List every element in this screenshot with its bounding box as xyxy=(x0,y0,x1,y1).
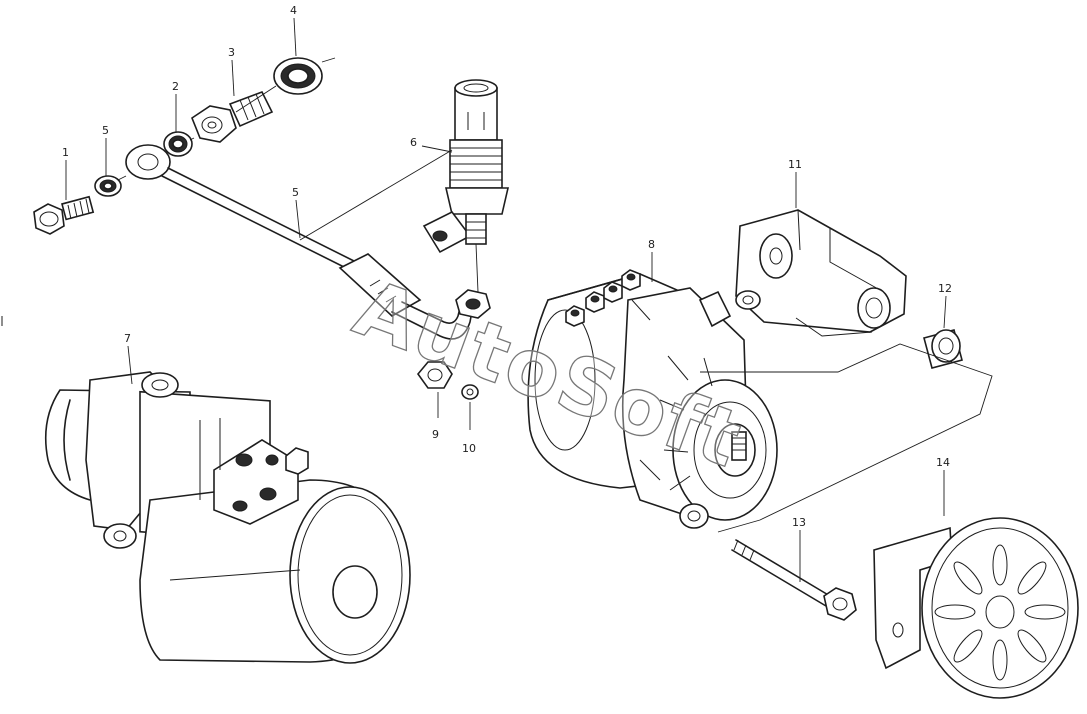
callout-numbers: 1 5 2 3 4 5 6 7 8 9 10 11 12 13 14 xyxy=(62,4,952,529)
callout-4: 4 xyxy=(290,4,297,17)
callout-3: 3 xyxy=(228,46,235,59)
part-5-oil-pipe xyxy=(125,144,475,340)
callout-leaders xyxy=(65,17,947,582)
part-6-pressure-sender xyxy=(422,79,510,254)
callout-7: 7 xyxy=(124,332,131,345)
part-4-seal-ring xyxy=(273,57,336,95)
sender-axis-line xyxy=(475,243,479,293)
callout-11: 11 xyxy=(788,158,802,171)
part-9-nut xyxy=(416,361,453,389)
part-12-spacer-sleeve xyxy=(923,329,963,369)
part-2-washer xyxy=(163,131,193,157)
part-7-starter-motor xyxy=(44,371,411,664)
callout-9: 9 xyxy=(432,428,439,441)
callout-5: 5 xyxy=(102,124,109,137)
part-5-sealing-washer xyxy=(94,175,122,197)
callout-10: 10 xyxy=(462,442,476,455)
part-11-mounting-bracket xyxy=(735,209,907,333)
sender-adapter-fitting xyxy=(455,289,491,319)
callout-8: 8 xyxy=(648,238,655,251)
part-13-long-bolt xyxy=(731,539,857,621)
assembly-lines xyxy=(117,85,993,533)
part-8-alternator xyxy=(527,269,778,529)
callout-13: 13 xyxy=(792,516,806,529)
callout-5b: 5 xyxy=(292,186,299,199)
callout-2: 2 xyxy=(172,80,179,93)
callout-1: 1 xyxy=(62,146,69,159)
callout-12: 12 xyxy=(938,282,952,295)
callout-14: 14 xyxy=(936,456,950,469)
callout-6: 6 xyxy=(410,136,417,149)
part-14-fan-guard xyxy=(873,517,1079,699)
part-1-banjo-bolt xyxy=(33,195,95,235)
part-10-lock-washer xyxy=(461,384,479,400)
part-3-union-fitting xyxy=(191,90,274,143)
pipe-to-sender-leader xyxy=(299,149,453,241)
